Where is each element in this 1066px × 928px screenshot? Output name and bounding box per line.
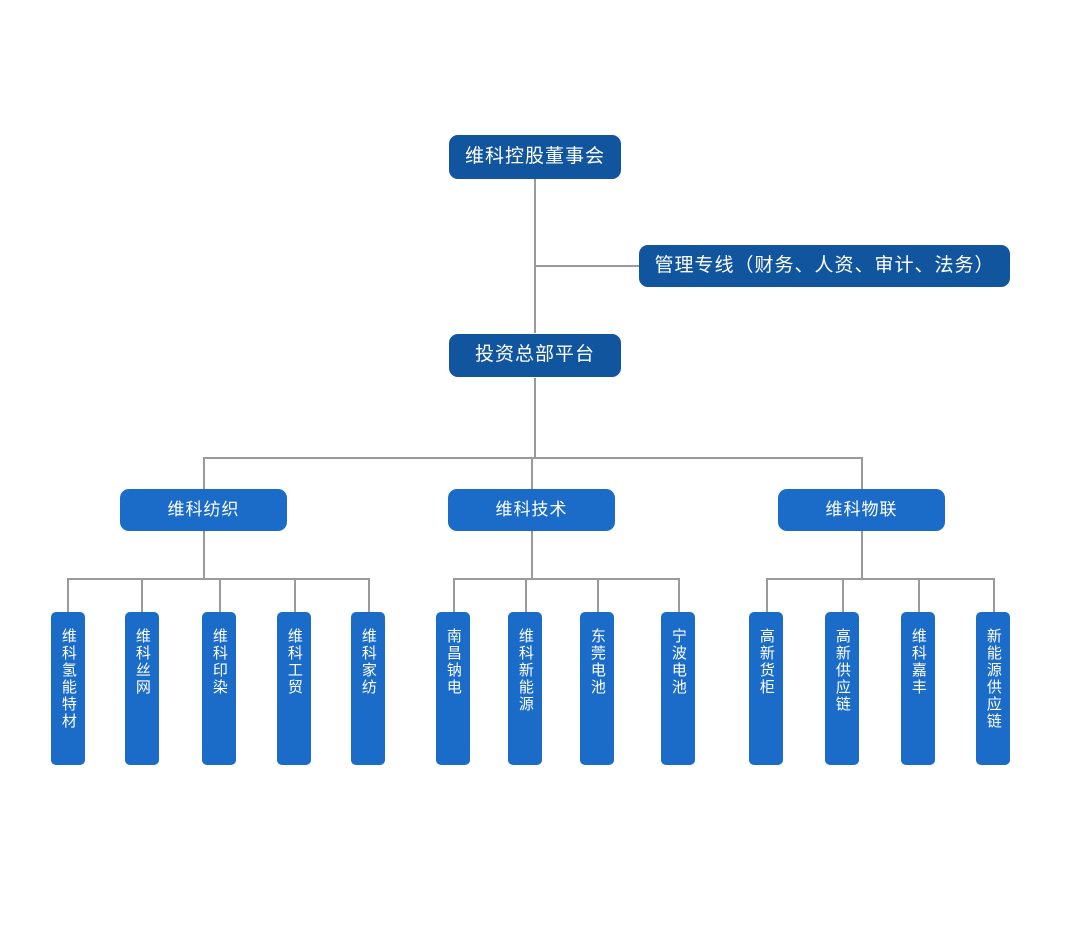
- connector-leaf-bus-textile: [67, 578, 369, 580]
- node-leaf-weike-hydrogen-materials[interactable]: 维科氢能特材: [51, 612, 85, 765]
- node-label: 维科控股董事会: [464, 145, 605, 167]
- node-division-iot[interactable]: 维科物联: [778, 489, 945, 531]
- node-leaf-gaoxin-container[interactable]: 高新货柜: [749, 612, 783, 765]
- node-leaf-dongguan-battery[interactable]: 东莞电池: [580, 612, 614, 765]
- node-label: 新能源供应链: [984, 628, 1002, 730]
- node-board-of-directors[interactable]: 维科控股董事会: [449, 135, 621, 179]
- connector-bus-to-division-2: [861, 457, 863, 489]
- node-leaf-weike-wire-mesh[interactable]: 维科丝网: [125, 612, 159, 765]
- node-leaf-weike-jiafeng[interactable]: 维科嘉丰: [901, 612, 935, 765]
- connector-bus-to-division-1: [531, 457, 533, 489]
- node-label: 维科技术: [495, 499, 568, 519]
- connector-division-bus: [203, 457, 863, 459]
- connector-trunk-to-staff: [534, 265, 640, 267]
- connector-leaf-textile-1: [141, 578, 143, 612]
- node-label: 维科氢能特材: [59, 628, 77, 730]
- node-label: 维科物联: [825, 499, 898, 519]
- node-investment-hq-platform[interactable]: 投资总部平台: [449, 334, 621, 377]
- connector-leaf-iot-3: [993, 578, 995, 612]
- connector-leaf-bus-iot: [766, 578, 994, 580]
- connector-leaf-technology-0: [453, 578, 455, 612]
- node-leaf-nanchang-sodium-battery[interactable]: 南昌钠电: [436, 612, 470, 765]
- connector-hq-to-bus: [534, 378, 536, 458]
- node-leaf-weike-new-energy[interactable]: 维科新能源: [508, 612, 542, 765]
- node-label: 东莞电池: [588, 628, 606, 696]
- node-label: 维科印染: [210, 628, 228, 696]
- connector-bus-to-division-0: [203, 457, 205, 489]
- node-label: 高新供应链: [833, 628, 851, 713]
- connector-leaf-technology-1: [525, 578, 527, 612]
- node-label: 高新货柜: [757, 628, 775, 696]
- node-management-line[interactable]: 管理专线（财务、人资、审计、法务）: [639, 245, 1010, 287]
- connector-division-0-drop: [203, 531, 205, 579]
- node-label: 维科家纺: [359, 628, 377, 696]
- connector-leaf-textile-4: [368, 578, 370, 612]
- connector-division-1-drop: [531, 531, 533, 579]
- node-label: 维科工贸: [285, 628, 303, 696]
- connector-division-2-drop: [861, 531, 863, 579]
- node-label: 南昌钠电: [444, 628, 462, 696]
- node-division-technology[interactable]: 维科技术: [448, 489, 615, 531]
- node-leaf-ningbo-battery[interactable]: 宁波电池: [661, 612, 695, 765]
- node-label: 管理专线（财务、人资、审计、法务）: [654, 254, 995, 276]
- node-leaf-new-energy-supply-chain[interactable]: 新能源供应链: [976, 612, 1010, 765]
- connector-leaf-textile-3: [294, 578, 296, 612]
- connector-root-to-hq: [534, 178, 536, 333]
- connector-leaf-technology-2: [597, 578, 599, 612]
- connector-leaf-textile-0: [67, 578, 69, 612]
- node-label: 投资总部平台: [474, 344, 595, 366]
- connector-leaf-textile-2: [219, 578, 221, 612]
- connector-leaf-technology-3: [678, 578, 680, 612]
- node-leaf-weike-printing-dyeing[interactable]: 维科印染: [202, 612, 236, 765]
- node-division-textile[interactable]: 维科纺织: [120, 489, 287, 531]
- node-leaf-weike-industrial-trade[interactable]: 维科工贸: [277, 612, 311, 765]
- node-leaf-weike-home-textiles[interactable]: 维科家纺: [351, 612, 385, 765]
- node-label: 维科丝网: [133, 628, 151, 696]
- connector-leaf-bus-technology: [453, 578, 679, 580]
- node-label: 维科纺织: [167, 499, 240, 519]
- node-label: 宁波电池: [669, 628, 687, 696]
- connector-leaf-iot-1: [842, 578, 844, 612]
- node-label: 维科嘉丰: [909, 628, 927, 696]
- node-label: 维科新能源: [516, 628, 534, 713]
- connector-leaf-iot-0: [766, 578, 768, 612]
- node-leaf-gaoxin-supply-chain[interactable]: 高新供应链: [825, 612, 859, 765]
- connector-leaf-iot-2: [918, 578, 920, 612]
